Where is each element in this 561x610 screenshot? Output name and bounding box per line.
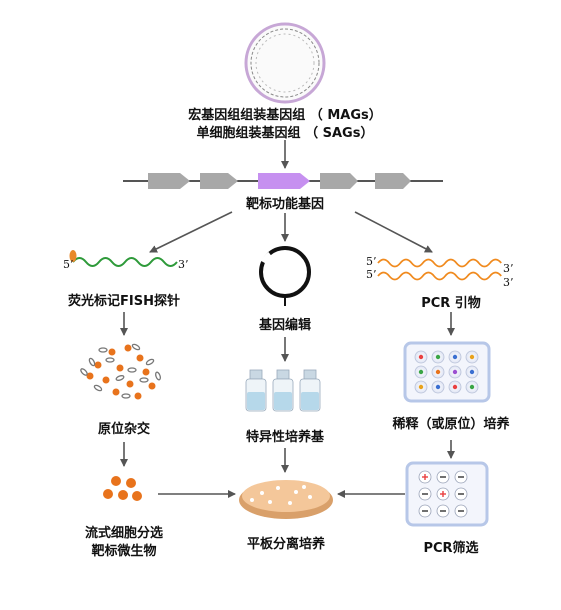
pcr-screening-label: PCR筛选 [423, 541, 479, 556]
top-label-mags: 宏基因组组装基因组 （ MAGs） [188, 108, 382, 123]
plasmid-icon [259, 246, 311, 306]
culture-medium-vials-icon [245, 369, 321, 412]
dilution-culture-plate-icon [403, 341, 491, 403]
probe-three-prime: 3’ [178, 258, 189, 271]
gene-block-1 [148, 173, 190, 189]
target-gene-label: 靶标功能基因 [245, 197, 325, 212]
arrow-to-probe [149, 211, 233, 253]
gene-block-4 [320, 173, 358, 189]
pcr-screening-plate-icon [405, 461, 489, 527]
hybridization-label: 原位杂交 [97, 422, 151, 437]
genome-circle-icon [244, 22, 326, 104]
dilution-culture-label: 稀释（或原位）培养 [392, 417, 510, 432]
in-situ-hybridization-icon [80, 343, 161, 400]
pcr-primer-label: PCR 引物 [421, 296, 481, 311]
pcr-primer-icon [377, 258, 502, 281]
gene-block-5 [375, 173, 411, 189]
primer-five-prime-b: 5’ [366, 268, 377, 281]
arrow-to-primer [354, 211, 433, 253]
primer-three-prime-a: 3’ [503, 262, 514, 275]
culture-medium-label: 特异性培养基 [245, 430, 325, 445]
petri-dish-icon [239, 480, 333, 519]
gene-block-2 [200, 173, 238, 189]
top-label-sags: 单细胞组装基因组 （ SAGs） [196, 126, 374, 141]
sorting-label-line1: 流式细胞分选 [84, 526, 164, 541]
target-gene-block [258, 173, 310, 189]
primer-five-prime-a: 5’ [366, 255, 377, 268]
sorting-label-line2: 靶标微生物 [91, 544, 157, 559]
plate-culture-label: 平板分离培养 [246, 537, 326, 552]
gene-editing-label: 基因编辑 [258, 318, 312, 333]
probe-five-prime: 5’ [63, 258, 74, 271]
fish-probe-icon [69, 250, 178, 267]
fish-probe-label: 荧光标记FISH探针 [68, 294, 180, 309]
sorted-cells-icon [103, 476, 142, 501]
primer-three-prime-b: 3’ [503, 276, 514, 289]
gene-bar [123, 173, 443, 189]
